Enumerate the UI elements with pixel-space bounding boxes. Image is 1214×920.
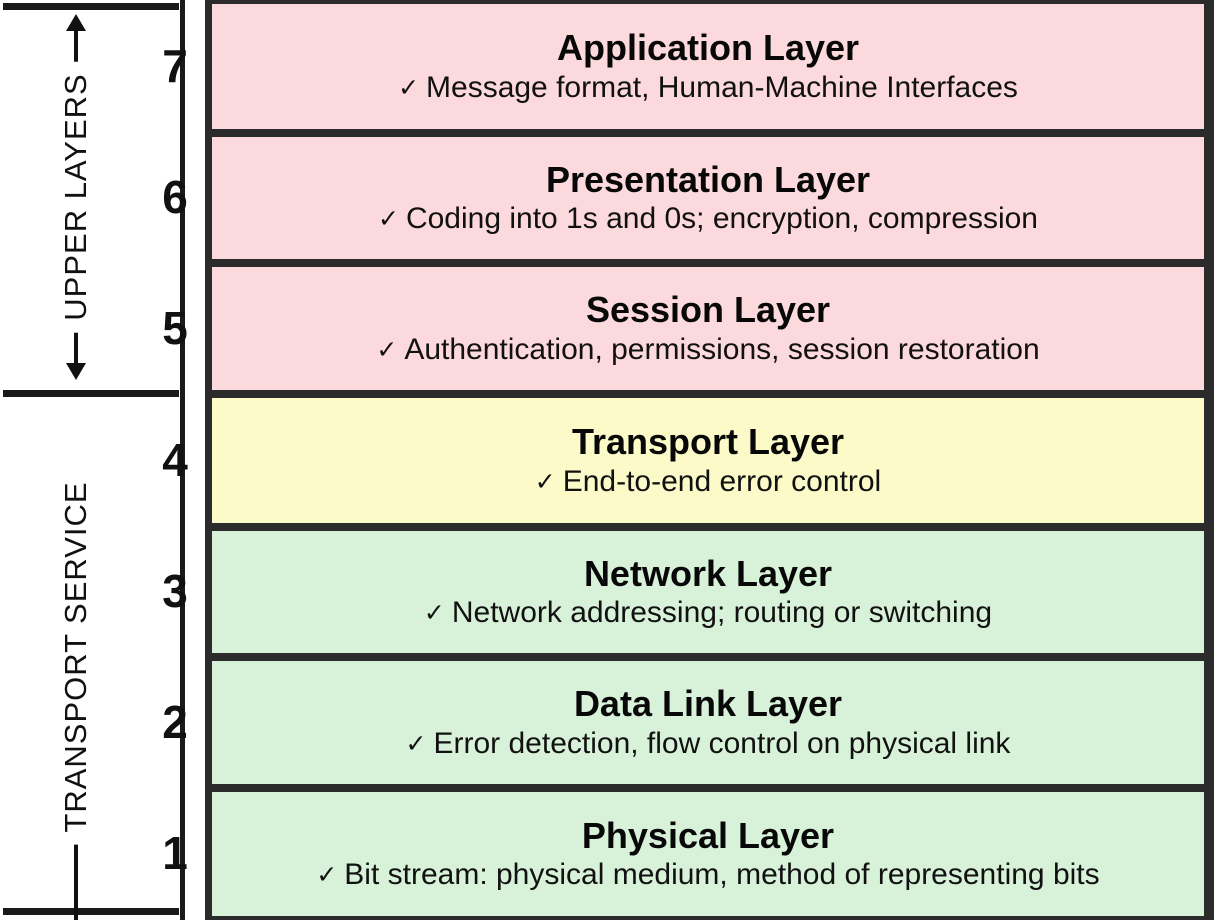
layer-description-text: Error detection, flow control on physica…: [433, 726, 1011, 760]
group-label-upper-layers: UPPER LAYERS: [53, 60, 99, 333]
layer-row[interactable]: Transport Layer✓End-to-end error control: [208, 394, 1208, 527]
layer-row[interactable]: Presentation Layer✓Coding into 1s and 0s…: [208, 133, 1208, 263]
layer-title: Physical Layer: [581, 814, 835, 856]
layer-title: Application Layer: [556, 27, 860, 69]
arrow-shaft: [74, 805, 78, 920]
layer-title: Network Layer: [583, 552, 833, 594]
layer-number: 5: [162, 301, 188, 354]
layer-number: 1: [162, 827, 188, 879]
group-upper-layers: UPPER LAYERS: [0, 0, 182, 393]
check-icon: ✓: [378, 205, 399, 234]
layer-number: 3: [162, 565, 188, 617]
layer-row[interactable]: Data Link Layer✓Error detection, flow co…: [208, 657, 1208, 788]
layer-title: Presentation Layer: [545, 158, 871, 200]
check-icon: ✓: [316, 861, 338, 890]
layer-number: 7: [162, 39, 188, 92]
layer-number-column: 7 6 5 4 3 2 1: [162, 0, 205, 920]
layer-description: ✓Bit stream: physical medium, method of …: [316, 858, 1099, 892]
group-divider-top: [3, 3, 179, 10]
layer-row[interactable]: Network Layer✓Network addressing; routin…: [208, 527, 1208, 657]
group-divider-middle: [3, 390, 179, 397]
check-icon: ✓: [534, 467, 556, 496]
check-icon: ✓: [405, 729, 427, 758]
layer-description-text: End-to-end error control: [562, 464, 882, 498]
check-icon: ✓: [423, 599, 445, 628]
layer-title: Data Link Layer: [573, 683, 843, 725]
layer-title: Session Layer: [585, 289, 831, 331]
layer-description-text: Network addressing; routing or switching: [451, 596, 993, 630]
check-icon: ✓: [398, 73, 420, 102]
layer-description-text: Bit stream: physical medium, method of r…: [344, 858, 1100, 892]
vertical-divider: [180, 0, 185, 920]
layer-number: 2: [162, 695, 188, 748]
layer-description: ✓Message format, Human-Machine Interface…: [398, 71, 1018, 105]
arrow-head-up-icon: [66, 14, 86, 31]
layer-number: 6: [162, 171, 188, 223]
layer-description: ✓Network addressing; routing or switchin…: [424, 596, 992, 630]
arrow-head-down-icon: [66, 363, 86, 380]
layer-description: ✓End-to-end error control: [535, 465, 881, 499]
layer-stack: Application Layer✓Message format, Human-…: [205, 0, 1214, 920]
layer-row[interactable]: Physical Layer✓Bit stream: physical medi…: [208, 788, 1208, 920]
group-label-transport-service: TRANSPORT SERVICE: [53, 468, 99, 845]
layer-description-text: Message format, Human-Machine Interfaces: [426, 70, 1018, 104]
layer-description-text: Authentication, permissions, session res…: [404, 332, 1040, 366]
layer-description: ✓Coding into 1s and 0s; encryption, comp…: [378, 202, 1038, 236]
group-transport-service: TRANSPORT SERVICE: [0, 393, 182, 920]
layer-row[interactable]: Application Layer✓Message format, Human-…: [208, 0, 1208, 133]
group-divider-bottom: [3, 908, 179, 915]
check-icon: ✓: [376, 335, 398, 364]
layer-row[interactable]: Session Layer✓Authentication, permission…: [208, 263, 1208, 394]
layer-description: ✓Authentication, permissions, session re…: [376, 333, 1039, 367]
layer-description: ✓Error detection, flow control on physic…: [406, 727, 1011, 761]
layer-number: 4: [162, 433, 188, 486]
layer-title: Transport Layer: [571, 421, 845, 463]
group-column: UPPER LAYERS TRANSPORT SERVICE: [0, 0, 205, 920]
layer-description-text: Coding into 1s and 0s; encryption, compr…: [405, 202, 1038, 236]
